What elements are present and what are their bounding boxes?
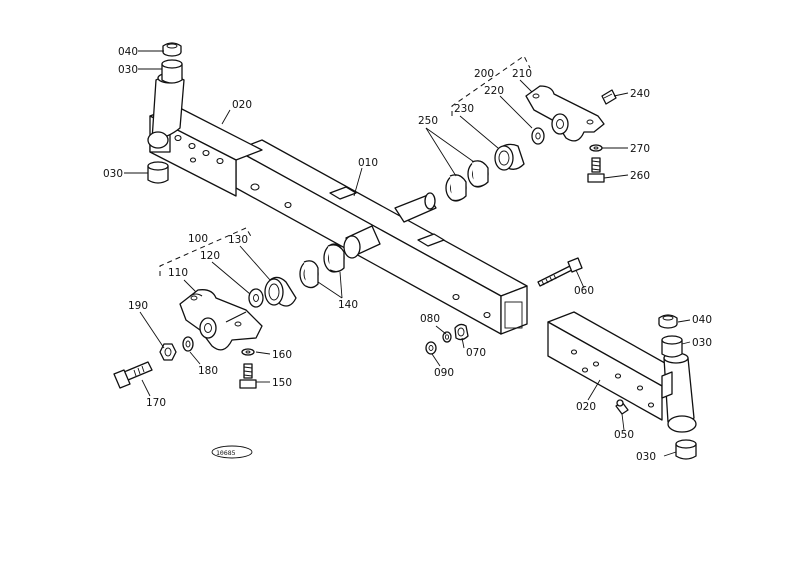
right-kingpin-bushing-bottom <box>675 439 697 460</box>
callout-220: 220 <box>484 85 504 97</box>
nut <box>454 323 469 341</box>
callout-270: 270 <box>630 143 650 155</box>
front-axle-beam <box>235 139 528 335</box>
callout-030-right-bottom: 030 <box>636 451 656 463</box>
washer-180 <box>182 336 194 352</box>
long-bolt <box>537 257 583 287</box>
grease-nipple <box>615 399 629 415</box>
callout-130: 130 <box>228 234 248 246</box>
left-cap-nut <box>162 42 182 57</box>
callout-030-right-top: 030 <box>692 337 712 349</box>
callout-110: 110 <box>168 267 188 279</box>
callout-080: 080 <box>420 313 440 325</box>
thrust-washer-120 <box>248 288 264 308</box>
callout-160: 160 <box>272 349 292 361</box>
callout-260: 260 <box>630 170 650 182</box>
callout-140: 140 <box>338 299 358 311</box>
callout-050: 050 <box>614 429 634 441</box>
callout-020-left: 020 <box>232 99 252 111</box>
callout-210: 210 <box>512 68 532 80</box>
bushing-130 <box>264 276 297 307</box>
callout-labels: 010 020 020 030 030 030 030 040 040 050 … <box>103 46 712 463</box>
thrust-washer-220 <box>531 127 545 145</box>
spring-washer <box>442 331 452 343</box>
right-axle-extension <box>547 311 697 433</box>
callout-170: 170 <box>146 397 166 409</box>
callout-040-right: 040 <box>692 314 712 326</box>
bushings-140 <box>299 243 345 289</box>
right-kingpin-bushing-top <box>661 335 683 358</box>
callout-230: 230 <box>454 103 474 115</box>
bolt-150 <box>239 363 257 389</box>
right-cap-nut <box>658 314 678 329</box>
callout-060: 060 <box>574 285 594 297</box>
bushing-230 <box>494 143 525 171</box>
washer-160 <box>241 348 255 356</box>
front-bracket-110 <box>179 289 263 351</box>
drawing-stamp-text: 10685 <box>216 449 236 457</box>
callout-100: 100 <box>188 233 208 245</box>
assembly-100-outline <box>159 227 253 276</box>
assembly-200-outline <box>451 55 531 116</box>
callout-030-left-bottom: 030 <box>103 168 123 180</box>
callout-020-right: 020 <box>576 401 596 413</box>
left-axle-extension <box>147 72 263 197</box>
callout-040-left: 040 <box>118 46 138 58</box>
flat-washer <box>425 341 437 355</box>
bolt-260 <box>587 157 605 183</box>
callout-030-left-top: 030 <box>118 64 138 76</box>
bushings-250 <box>445 160 489 202</box>
washer-270 <box>589 144 603 152</box>
callout-090: 090 <box>434 367 454 379</box>
callout-200: 200 <box>474 68 494 80</box>
callout-010: 010 <box>358 157 378 169</box>
callout-240: 240 <box>630 88 650 100</box>
callout-190: 190 <box>128 300 148 312</box>
drawing-stamp: 10685 <box>211 445 253 459</box>
set-screw-240 <box>601 89 617 105</box>
callout-250: 250 <box>418 115 438 127</box>
callout-070: 070 <box>466 347 486 359</box>
rear-bracket-210 <box>525 85 605 142</box>
callout-120: 120 <box>200 250 220 262</box>
callout-180: 180 <box>198 365 218 377</box>
leader-lines <box>124 50 691 457</box>
bolt-170 <box>113 361 153 389</box>
callout-150: 150 <box>272 377 292 389</box>
left-kingpin-bushing-bottom <box>147 161 169 184</box>
left-kingpin-bushing-top <box>161 59 183 84</box>
